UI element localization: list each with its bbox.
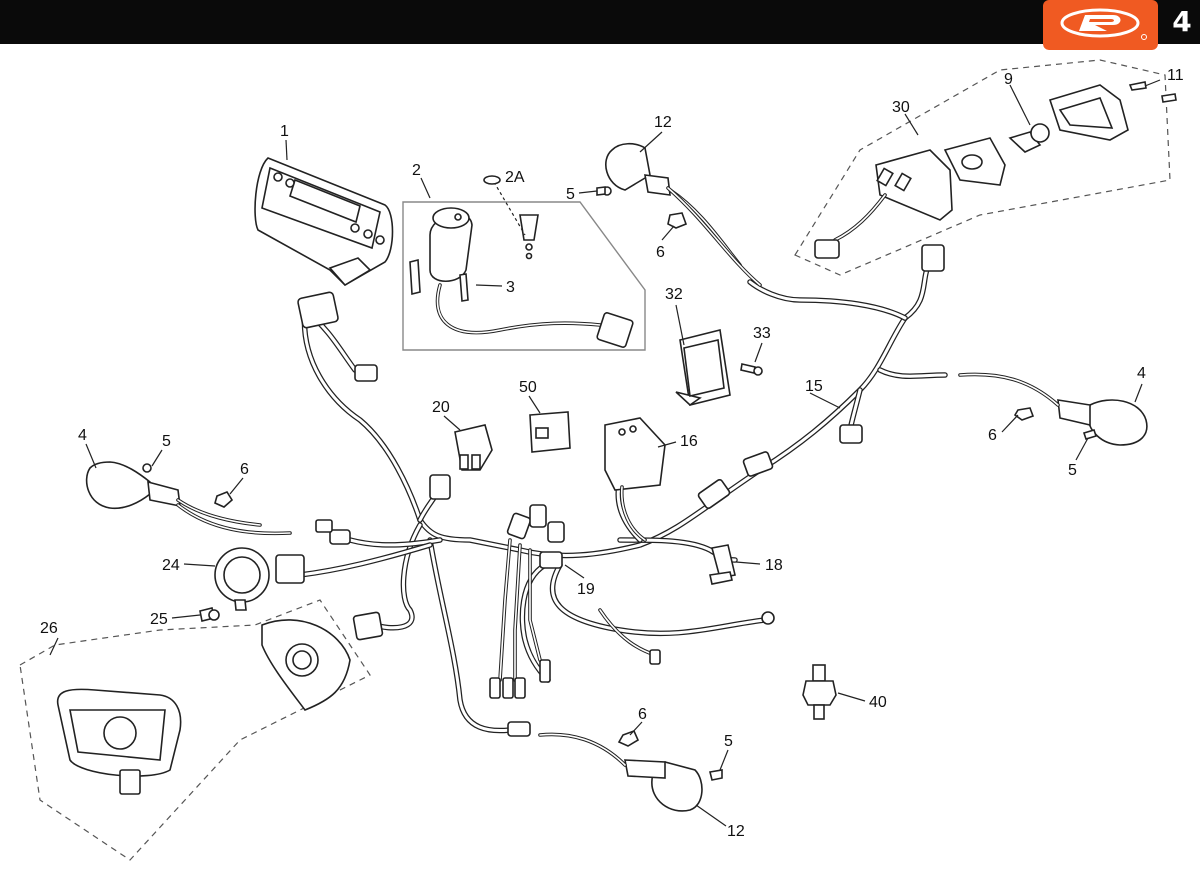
callout-26: 26	[40, 620, 58, 637]
headlight-group	[19, 599, 371, 861]
brand-r-logo-icon	[1043, 0, 1158, 50]
part-16-regulator	[604, 417, 666, 542]
callout-12-top: 12	[654, 114, 672, 131]
header-bar	[0, 0, 1200, 44]
callout-18: 18	[765, 557, 783, 574]
harness-connectors	[275, 244, 945, 737]
callout-2a: 2A	[505, 169, 525, 186]
turn-signal-rear-top	[605, 142, 762, 287]
part-24-horn	[214, 547, 270, 611]
part-25-bolt	[199, 607, 220, 622]
callout-6-bottom: 6	[638, 706, 647, 723]
callout-labels: 1 2 2A 3 4 4 5 5 5 5 6 6 6 6 9 11 12 12 …	[40, 67, 1184, 840]
part-32-ecu	[675, 329, 731, 407]
part-50-fuse	[529, 411, 571, 453]
callout-9: 9	[1004, 71, 1013, 88]
part-33-bolt	[740, 363, 763, 376]
callout-24: 24	[162, 557, 180, 574]
callout-12-bottom: 12	[727, 823, 745, 840]
callout-6-top: 6	[656, 244, 665, 261]
turn-signal-front-right	[958, 372, 1148, 446]
callout-5-left: 5	[162, 433, 171, 450]
callout-leader-lines	[49, 79, 1161, 827]
callout-6-right: 6	[988, 427, 997, 444]
callout-50: 50	[519, 379, 537, 396]
small-hardware	[142, 186, 1098, 781]
callout-15: 15	[805, 378, 823, 395]
callout-25: 25	[150, 611, 168, 628]
callout-20: 20	[432, 399, 450, 416]
part-20-relay	[454, 424, 493, 471]
callout-2: 2	[412, 162, 421, 179]
turn-signal-rear-bottom	[538, 732, 703, 812]
part-40-sensor	[802, 664, 837, 720]
callout-6-left: 6	[240, 461, 249, 478]
callout-3: 3	[506, 279, 515, 296]
page-number: 4	[1172, 5, 1192, 38]
callout-5-bottom: 5	[724, 733, 733, 750]
turn-signal-front-left	[85, 461, 292, 536]
callout-4-left: 4	[78, 427, 87, 444]
callout-30: 30	[892, 99, 910, 116]
ignition-switch-group	[402, 175, 646, 351]
instrument-cluster	[254, 157, 394, 287]
callout-11: 11	[1167, 67, 1184, 84]
callout-4-right: 4	[1137, 365, 1146, 382]
callout-19: 19	[577, 581, 595, 598]
callout-5-top: 5	[566, 186, 575, 203]
callout-16: 16	[680, 433, 698, 450]
callout-40: 40	[869, 694, 887, 711]
callout-5-right: 5	[1068, 462, 1077, 479]
callout-1: 1	[280, 123, 289, 140]
callout-33: 33	[753, 325, 771, 342]
part-18-spark-plug-cap	[709, 544, 736, 585]
callout-32: 32	[665, 286, 683, 303]
tail-light-group	[794, 59, 1177, 276]
